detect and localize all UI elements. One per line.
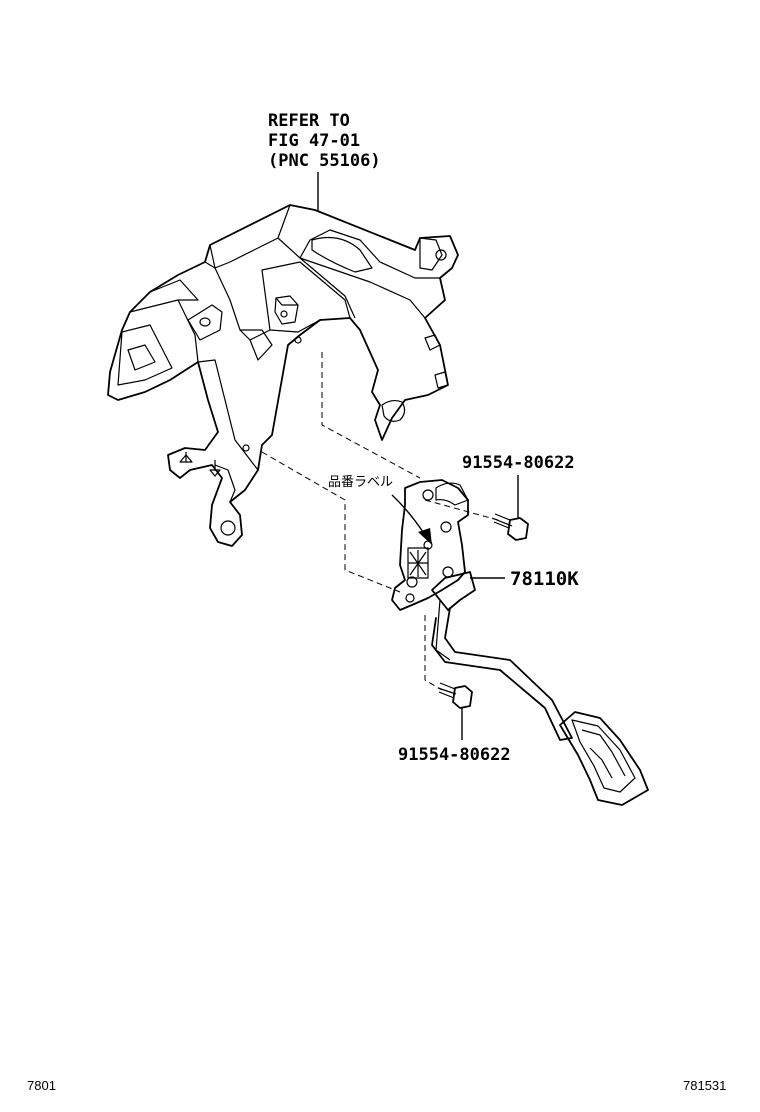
footer-left-code: 7801 [27, 1078, 56, 1093]
refer-note-line-2: FIG 47-01 [268, 131, 360, 151]
refer-note-line-3: (PNC 55106) [268, 151, 381, 171]
part-number-label-note: 品番ラベル [328, 475, 393, 490]
part-number-pedal-assy: 78110K [510, 568, 579, 590]
bolt-lower [437, 682, 473, 740]
part-label-arrow [391, 494, 426, 536]
pedal-support-bracket [107, 204, 459, 547]
footer-right-code: 781531 [683, 1078, 726, 1093]
accelerator-pedal-assembly [391, 479, 649, 806]
part-label-arrowhead [418, 528, 432, 545]
bolt-upper [491, 475, 529, 541]
part-number-bolt-upper: 91554-80622 [462, 453, 575, 473]
alignment-dashed-lines [261, 352, 499, 691]
refer-note-line-1: REFER TO [268, 111, 350, 131]
part-number-bolt-lower: 91554-80622 [398, 745, 511, 765]
